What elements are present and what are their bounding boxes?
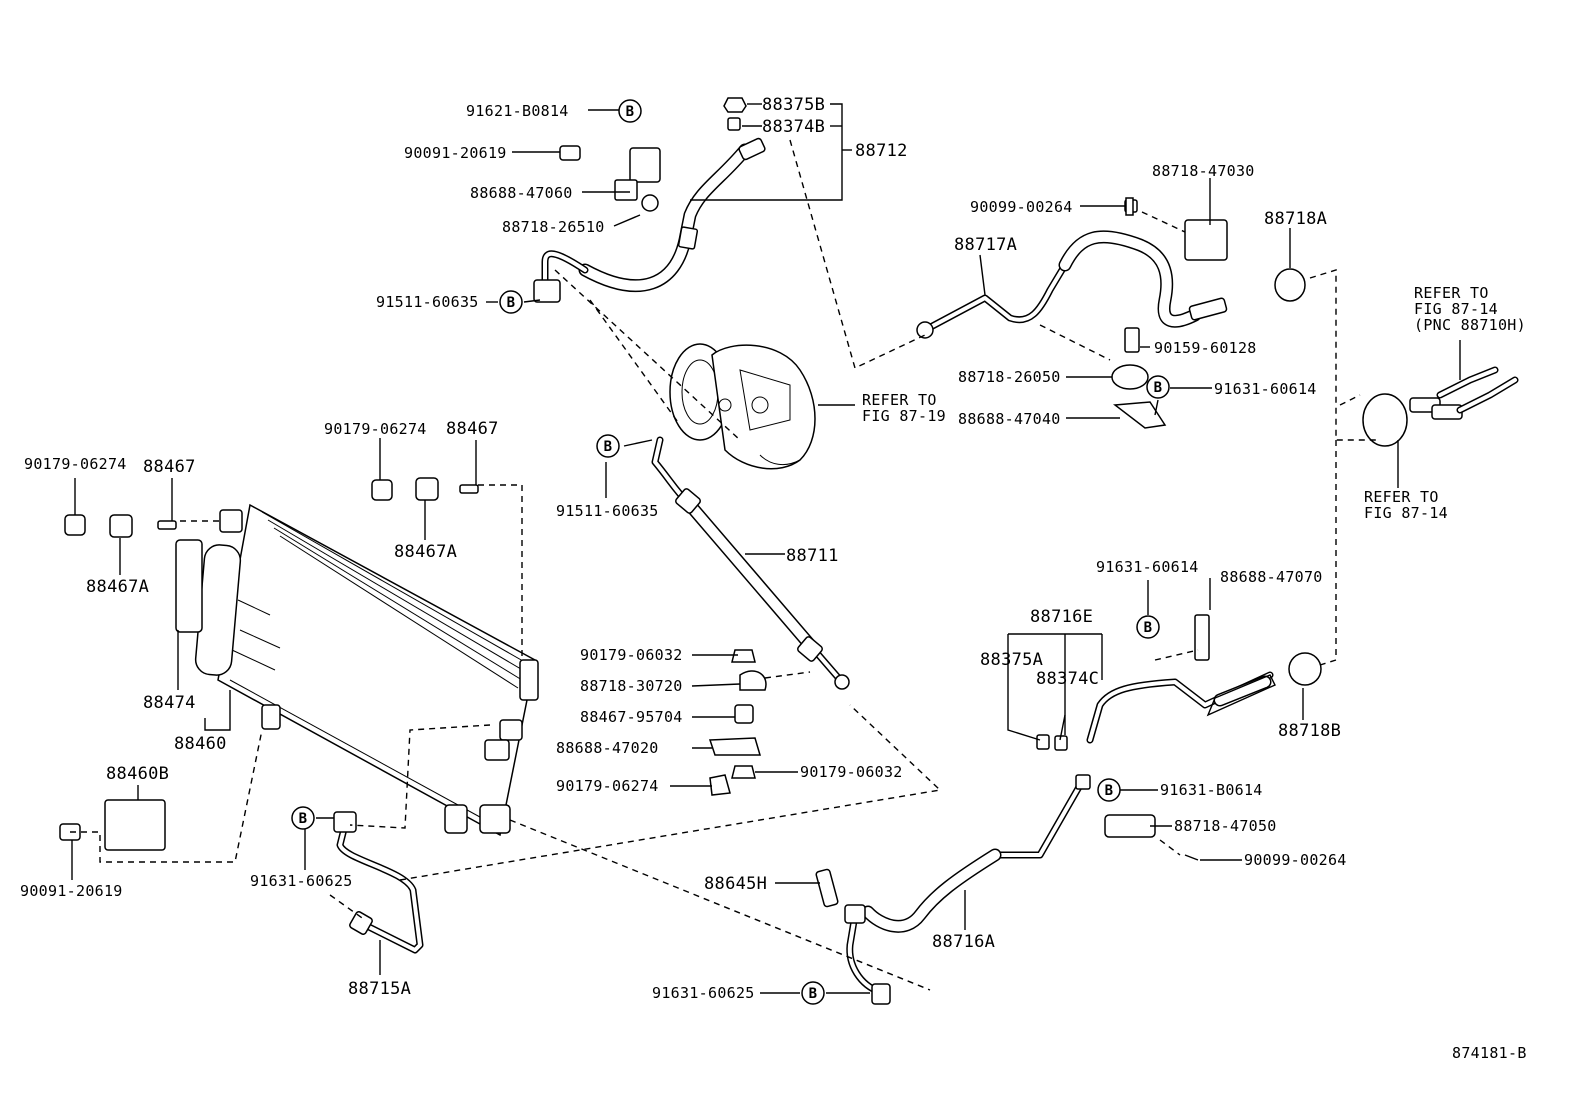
- part-labels: 91621-B0814 90091-20619 88688-47060 8871…: [20, 95, 1527, 1062]
- hose-88711: [651, 436, 850, 690]
- label-88460b: 88460B: [106, 764, 169, 784]
- label-88474: 88474: [143, 693, 196, 713]
- label-91511-60635-top: 91511-60635: [376, 293, 479, 311]
- b-marker-91631-60625-bot: B: [801, 981, 825, 1005]
- condenser-88460: [175, 503, 539, 837]
- svg-text:B: B: [604, 439, 613, 455]
- label-88718-47030: 88718-47030: [1152, 162, 1255, 180]
- b-marker-91511-60635-top: B: [499, 290, 523, 314]
- b-marker-91631-60614-right: B: [1136, 615, 1160, 639]
- svg-text:B: B: [809, 986, 818, 1002]
- label-88712: 88712: [855, 141, 908, 161]
- label-88716e: 88716E: [1030, 607, 1093, 627]
- piping-group: [333, 137, 1276, 1005]
- label-refer-87-14-2: FIG 87-14: [1364, 504, 1448, 522]
- figure-code: 874181-B: [1452, 1044, 1527, 1062]
- label-88716a: 88716A: [932, 932, 995, 952]
- label-88718b: 88718B: [1278, 721, 1341, 741]
- label-88374c: 88374C: [1036, 669, 1099, 689]
- b-markers: B B B B B B B B: [291, 99, 1170, 1005]
- leader-lines: [71, 103, 1461, 994]
- small-parts: [59, 97, 1519, 908]
- svg-text:B: B: [299, 811, 308, 827]
- b-marker-91621-b0814: B: [618, 99, 642, 123]
- label-90179-06032-a: 90179-06032: [580, 646, 683, 664]
- b-marker-91511-60635-mid: B: [596, 434, 620, 458]
- label-91631-60625-bot: 91631-60625: [652, 984, 755, 1002]
- compressor: [669, 343, 816, 470]
- label-88718-26510: 88718-26510: [502, 218, 605, 236]
- label-88645h: 88645H: [704, 874, 767, 894]
- svg-text:B: B: [1105, 783, 1114, 799]
- hose-88712: [533, 137, 766, 303]
- label-88688-47070: 88688-47070: [1220, 568, 1323, 586]
- svg-text:B: B: [626, 104, 635, 120]
- pipe-88716a: [844, 774, 1091, 1005]
- label-refer-87-14-pnc-2: FIG 87-14: [1414, 300, 1498, 318]
- label-88717a: 88717A: [954, 235, 1017, 255]
- label-refer-87-19-1: REFER TO: [862, 391, 937, 409]
- label-91631-60614-mid: 91631-60614: [1214, 380, 1317, 398]
- label-91621-b0814: 91621-B0814: [466, 102, 569, 120]
- label-88715a: 88715A: [348, 979, 411, 999]
- label-88718-30720: 88718-30720: [580, 677, 683, 695]
- label-88718a: 88718A: [1264, 209, 1327, 229]
- svg-text:B: B: [1154, 380, 1163, 396]
- label-90091-20619-top: 90091-20619: [404, 144, 507, 162]
- label-90179-06274-b: 90179-06274: [324, 420, 427, 438]
- label-88467a-a: 88467A: [86, 577, 149, 597]
- label-88688-47020: 88688-47020: [556, 739, 659, 757]
- label-refer-87-19-2: FIG 87-19: [862, 407, 946, 425]
- label-88467-95704: 88467-95704: [580, 708, 683, 726]
- label-refer-87-14-pnc-3: (PNC 88710H): [1414, 316, 1526, 334]
- label-88374b: 88374B: [762, 117, 825, 137]
- label-refer-87-14-pnc-1: REFER TO: [1414, 284, 1489, 302]
- label-88460: 88460: [174, 734, 227, 754]
- pipe-88717a: [916, 230, 1228, 339]
- label-90179-06032-b: 90179-06032: [800, 763, 903, 781]
- pipe-88716e: [1086, 671, 1276, 744]
- pipe-88715a: [333, 811, 424, 954]
- dashed-lines: [70, 139, 1380, 991]
- label-88467a-b: 88467A: [394, 542, 457, 562]
- label-90179-06274-c: 90179-06274: [556, 777, 659, 795]
- label-90159-60128: 90159-60128: [1154, 339, 1257, 357]
- svg-text:B: B: [507, 295, 516, 311]
- label-91511-60635-mid: 91511-60635: [556, 502, 659, 520]
- label-refer-87-14-1: REFER TO: [1364, 488, 1439, 506]
- label-88375b: 88375B: [762, 95, 825, 115]
- svg-text:B: B: [1144, 620, 1153, 636]
- b-marker-91631-b0614: B: [1097, 778, 1121, 802]
- label-88688-47060: 88688-47060: [470, 184, 573, 202]
- label-90099-00264-bot: 90099-00264: [1244, 851, 1347, 869]
- label-90091-20619-bot: 90091-20619: [20, 882, 123, 900]
- label-91631-60625-left: 91631-60625: [250, 872, 353, 890]
- label-88375a: 88375A: [980, 650, 1043, 670]
- label-88718-26050: 88718-26050: [958, 368, 1061, 386]
- label-88711: 88711: [786, 546, 839, 566]
- label-88718-47050: 88718-47050: [1174, 817, 1277, 835]
- label-88688-47040: 88688-47040: [958, 410, 1061, 428]
- b-marker-91631-60625-left: B: [291, 806, 315, 830]
- label-88467-b: 88467: [446, 419, 499, 439]
- label-91631-60614-right: 91631-60614: [1096, 558, 1199, 576]
- label-90179-06274-a: 90179-06274: [24, 455, 127, 473]
- label-91631-b0614: 91631-B0614: [1160, 781, 1263, 799]
- label-88467-a: 88467: [143, 457, 196, 477]
- b-marker-91631-60614-mid: B: [1146, 375, 1170, 399]
- label-90099-00264-top: 90099-00264: [970, 198, 1073, 216]
